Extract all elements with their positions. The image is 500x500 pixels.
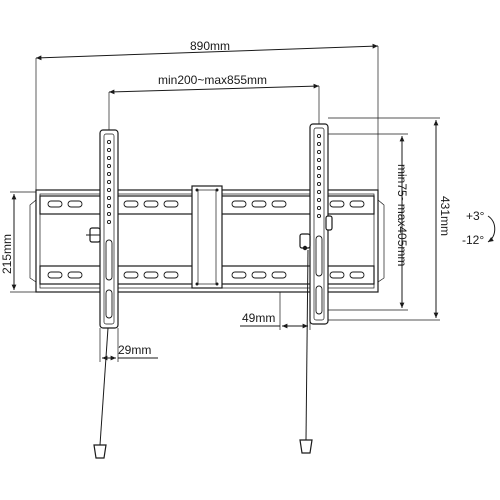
dim-wall-depth-label: 49mm — [242, 311, 275, 325]
tilt-down-label: -12° — [462, 233, 484, 247]
top-rail-slots — [47, 200, 365, 208]
right-arm — [299, 123, 333, 454]
bottom-rail-slots — [47, 271, 365, 279]
tilt-arc-icon — [487, 215, 496, 243]
dim-wall-depth: 49mm — [240, 292, 311, 330]
right-tilt-knob-icon — [299, 233, 311, 251]
left-arm — [86, 129, 119, 459]
center-block — [191, 185, 223, 289]
tilt-up-label: +3° — [466, 209, 485, 223]
right-safety-cord — [305, 249, 309, 441]
dim-frame-height-label: 215mm — [0, 234, 14, 274]
dim-arm-width-label: 29mm — [118, 343, 151, 357]
dim-vesa-vertical: min75~max405mm — [328, 133, 409, 311]
dim-vesa-vertical-label: min75~max405mm — [395, 164, 409, 266]
dim-arm-spacing: min200~max855mm — [108, 73, 320, 130]
left-tilt-knob-icon — [86, 227, 101, 243]
wall-plate — [29, 185, 385, 293]
dim-frame-height: 215mm — [0, 191, 36, 293]
right-cord-anchor — [299, 439, 313, 454]
dim-arm-spacing-label: min200~max855mm — [158, 73, 267, 87]
right-arm-holes — [316, 133, 322, 219]
dim-arm-height-label: 431mm — [438, 196, 452, 236]
left-safety-cord — [99, 327, 109, 446]
tilt-indicator: +3° -12° — [462, 209, 496, 247]
left-cord-anchor — [93, 444, 107, 459]
dim-overall-width-label: 890mm — [190, 39, 230, 53]
dim-arm-width: 29mm — [99, 328, 158, 362]
left-arm-holes — [106, 139, 112, 225]
dim-arm-height: 431mm — [328, 117, 452, 321]
